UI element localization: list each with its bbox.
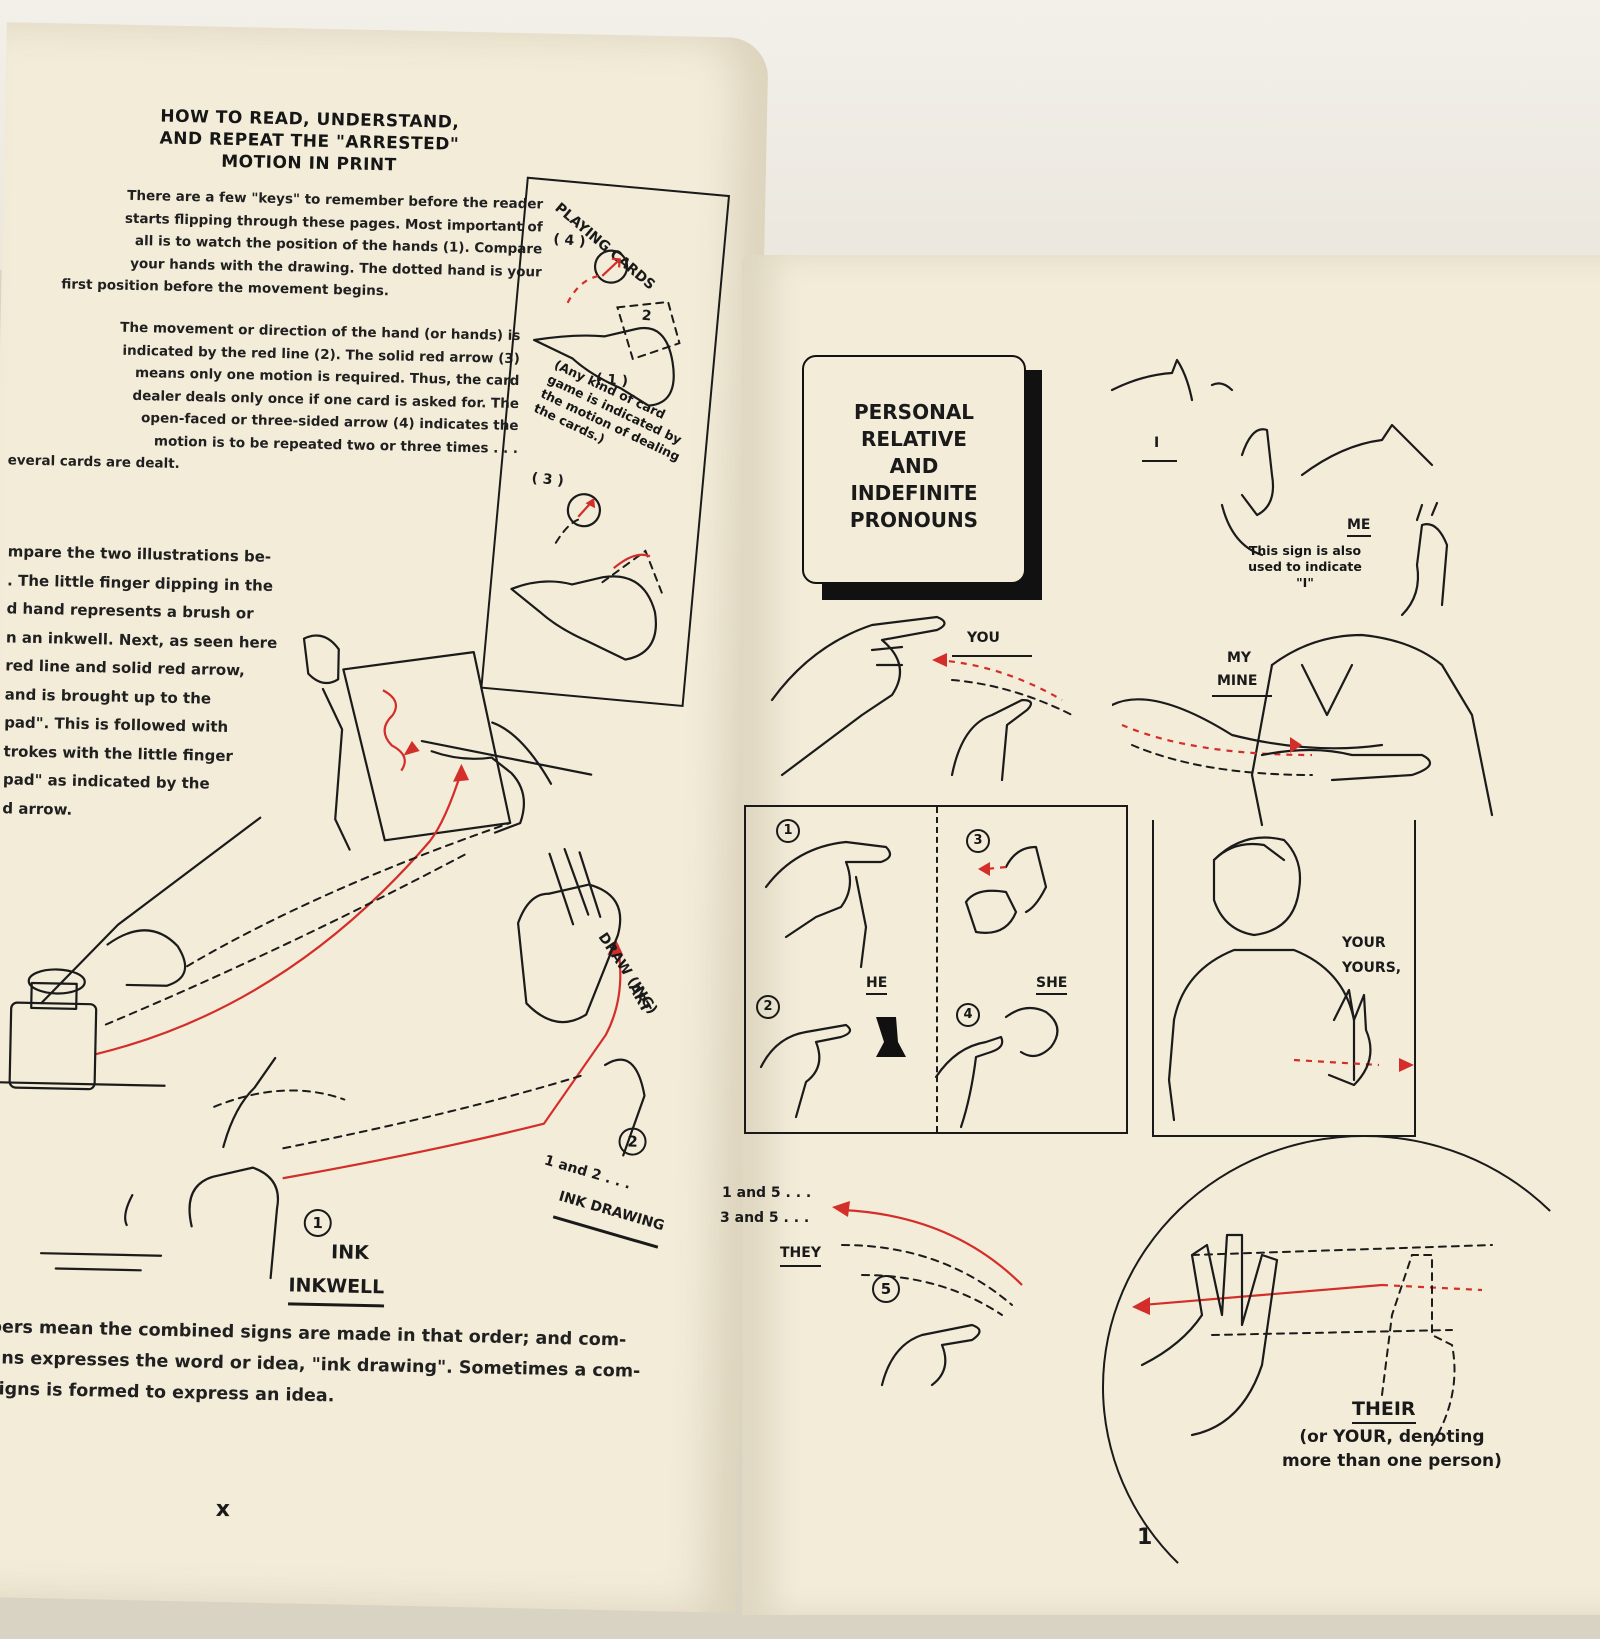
they-label: THEY (780, 1245, 821, 1267)
combo-1-5: 1 and 5 . . . (722, 1185, 812, 1201)
ink-label: INK (330, 1241, 370, 1265)
panel-divider (936, 807, 938, 1132)
title-line: PRONOUNS (849, 508, 979, 532)
note-line: This sign is also (1248, 543, 1362, 558)
panel-number-4: 4 (956, 1003, 980, 1027)
note-line: used to indicate (1248, 559, 1362, 574)
she-label: SHE (1036, 975, 1068, 995)
title-line: INDEFINITE (850, 481, 978, 505)
left-page: HOW TO READ, UNDERSTAND, AND REPEAT THE … (0, 22, 769, 1613)
i-me-illustration (1110, 358, 1449, 617)
circle-1: 1 (303, 1208, 333, 1238)
you-label: YOU (967, 630, 1000, 646)
me-label: ME (1347, 517, 1371, 537)
left-heading: HOW TO READ, UNDERSTAND, AND REPEAT THE … (124, 105, 495, 179)
yours-label: YOURS, (1342, 960, 1402, 976)
your-panel (1152, 820, 1416, 1137)
you-illustration (770, 615, 1073, 782)
their-circle (1102, 1135, 1600, 1639)
my-label: MY (1227, 650, 1252, 666)
right-page-number: 1 (1137, 1525, 1153, 1550)
panel-number-1: 1 (776, 819, 800, 843)
pronouns-title: PERSONAL RELATIVE AND INDEFINITE PRONOUN… (804, 399, 1024, 534)
title-line: PERSONAL (853, 400, 975, 424)
their-label: THEIR (1352, 1398, 1416, 1424)
he-she-illustration (759, 840, 1059, 1129)
combo-3-5: 3 and 5 . . . (720, 1210, 810, 1226)
panel-number-3: 3 (966, 829, 990, 853)
circle-5: 5 (872, 1275, 900, 1303)
title-line: RELATIVE (861, 427, 967, 451)
mine-label: MINE (1217, 673, 1258, 689)
my-mine-illustration (1112, 633, 1494, 827)
circle-2: 2 (618, 1127, 647, 1156)
ink-drawing-illustration (0, 634, 646, 1280)
movement-paragraph: The movement or direction of the hand (o… (7, 314, 520, 482)
he-she-panel: 1 3 2 4 HE SHE (744, 805, 1128, 1134)
they-illustration (832, 1201, 1023, 1387)
mine-underline (1212, 695, 1272, 697)
pronouns-title-box: PERSONAL RELATIVE AND INDEFINITE PRONOUN… (802, 355, 1026, 584)
me-note: This sign is also used to indicate "I" (1230, 543, 1380, 591)
note-line: "I" (1296, 575, 1314, 590)
note-line: more than one person) (1282, 1451, 1502, 1471)
inkwell-label: INKWELL (288, 1274, 385, 1308)
bottom-paragraph: bers mean the combined signs are made in… (0, 1312, 650, 1419)
their-note: (or YOUR, denoting more than one person) (1282, 1425, 1502, 1473)
note-line: (or YOUR, denoting (1299, 1427, 1485, 1447)
panel-number-2: 2 (756, 995, 780, 1019)
intro-paragraph: There are a few "keys" to remember befor… (31, 183, 543, 306)
your-illustration (1167, 836, 1414, 1122)
i-label: I (1154, 435, 1160, 451)
card-dealing-illustration (510, 249, 681, 661)
i-underline (1142, 460, 1177, 462)
right-page: PERSONAL RELATIVE AND INDEFINITE PRONOUN… (720, 255, 1600, 1639)
title-line: AND (889, 454, 939, 478)
playing-cards-box: PLAYING CARDS ( 4 ) ( 1 ) 2 (Any kind of… (480, 176, 731, 708)
left-page-number: x (215, 1496, 231, 1523)
your-label: YOUR (1342, 935, 1386, 951)
you-underline (952, 655, 1032, 657)
their-illustration (1132, 1233, 1493, 1446)
he-label: HE (866, 975, 888, 995)
